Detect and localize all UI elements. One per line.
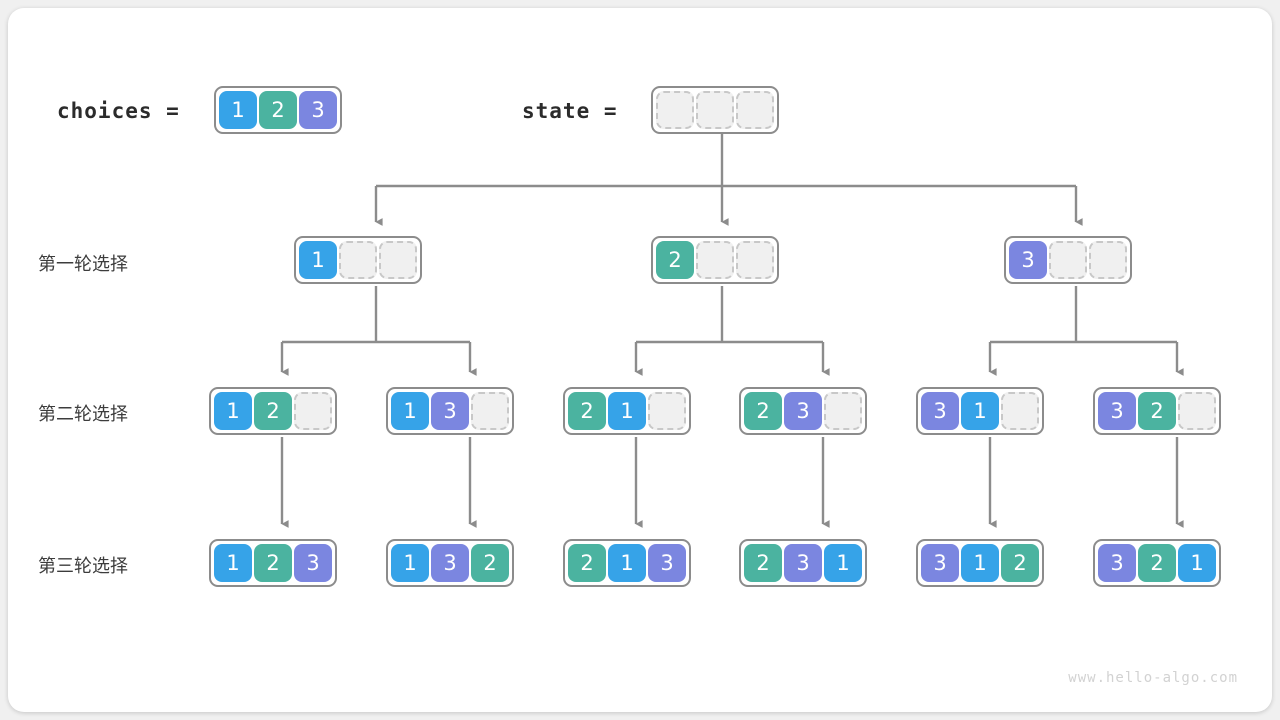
level1-node-1: 1 <box>294 236 422 284</box>
level3-node-3-cell-1: 1 <box>608 544 646 582</box>
level2-node-5-cell-3: 3 <box>921 392 959 430</box>
level1-node-3-cell-empty <box>1049 241 1087 279</box>
state-array <box>651 86 779 134</box>
level1-node-1-cell-empty <box>339 241 377 279</box>
row-label-round-2: 第二轮选择 <box>38 404 128 425</box>
level2-node-5-cell-empty <box>1001 392 1039 430</box>
state-cell-empty <box>696 91 734 129</box>
level3-node-4-cell-2: 2 <box>744 544 782 582</box>
state-label: state = <box>522 99 618 123</box>
choices-cell-3: 3 <box>299 91 337 129</box>
choices-cell-1: 1 <box>219 91 257 129</box>
level2-node-2-cell-1: 1 <box>391 392 429 430</box>
level2-node-3-cell-2: 2 <box>568 392 606 430</box>
level3-node-4-cell-1: 1 <box>824 544 862 582</box>
level3-node-5-cell-3: 3 <box>921 544 959 582</box>
row-label-round-1: 第一轮选择 <box>38 254 128 275</box>
level2-node-1-cell-empty <box>294 392 332 430</box>
state-cell-empty <box>736 91 774 129</box>
level1-node-3: 3 <box>1004 236 1132 284</box>
level2-node-1-cell-1: 1 <box>214 392 252 430</box>
level3-node-4-cell-3: 3 <box>784 544 822 582</box>
level3-node-2-cell-3: 3 <box>431 544 469 582</box>
level3-node-1-cell-1: 1 <box>214 544 252 582</box>
level1-node-1-cell-empty <box>379 241 417 279</box>
level3-node-1-cell-2: 2 <box>254 544 292 582</box>
row-label-round-3: 第三轮选择 <box>38 556 128 577</box>
level1-node-2: 2 <box>651 236 779 284</box>
level1-node-3-cell-3: 3 <box>1009 241 1047 279</box>
level2-node-4-cell-3: 3 <box>784 392 822 430</box>
level3-node-5-cell-2: 2 <box>1001 544 1039 582</box>
level2-node-2-cell-3: 3 <box>431 392 469 430</box>
level1-node-1-cell-1: 1 <box>299 241 337 279</box>
level2-node-6-cell-2: 2 <box>1138 392 1176 430</box>
level3-node-2-cell-1: 1 <box>391 544 429 582</box>
level3-node-2-cell-2: 2 <box>471 544 509 582</box>
choices-cell-2: 2 <box>259 91 297 129</box>
level1-node-2-cell-2: 2 <box>656 241 694 279</box>
level2-node-3-cell-empty <box>648 392 686 430</box>
level3-node-3-cell-2: 2 <box>568 544 606 582</box>
level1-node-2-cell-empty <box>736 241 774 279</box>
level3-node-6-cell-1: 1 <box>1178 544 1216 582</box>
level1-node-3-cell-empty <box>1089 241 1127 279</box>
level2-node-1-cell-2: 2 <box>254 392 292 430</box>
choices-label: choices = <box>57 99 180 123</box>
level2-node-4-cell-2: 2 <box>744 392 782 430</box>
watermark: www.hello-algo.com <box>1068 670 1238 686</box>
level3-node-6-cell-3: 3 <box>1098 544 1136 582</box>
level1-node-2-cell-empty <box>696 241 734 279</box>
level3-node-5-cell-1: 1 <box>961 544 999 582</box>
level2-node-4-cell-empty <box>824 392 862 430</box>
level2-node-6-cell-3: 3 <box>1098 392 1136 430</box>
level2-node-3-cell-1: 1 <box>608 392 646 430</box>
state-cell-empty <box>656 91 694 129</box>
level2-node-5-cell-1: 1 <box>961 392 999 430</box>
level2-node-2-cell-empty <box>471 392 509 430</box>
level2-node-6-cell-empty <box>1178 392 1216 430</box>
level3-node-6-cell-2: 2 <box>1138 544 1176 582</box>
level3-node-1-cell-3: 3 <box>294 544 332 582</box>
level3-node-3-cell-3: 3 <box>648 544 686 582</box>
